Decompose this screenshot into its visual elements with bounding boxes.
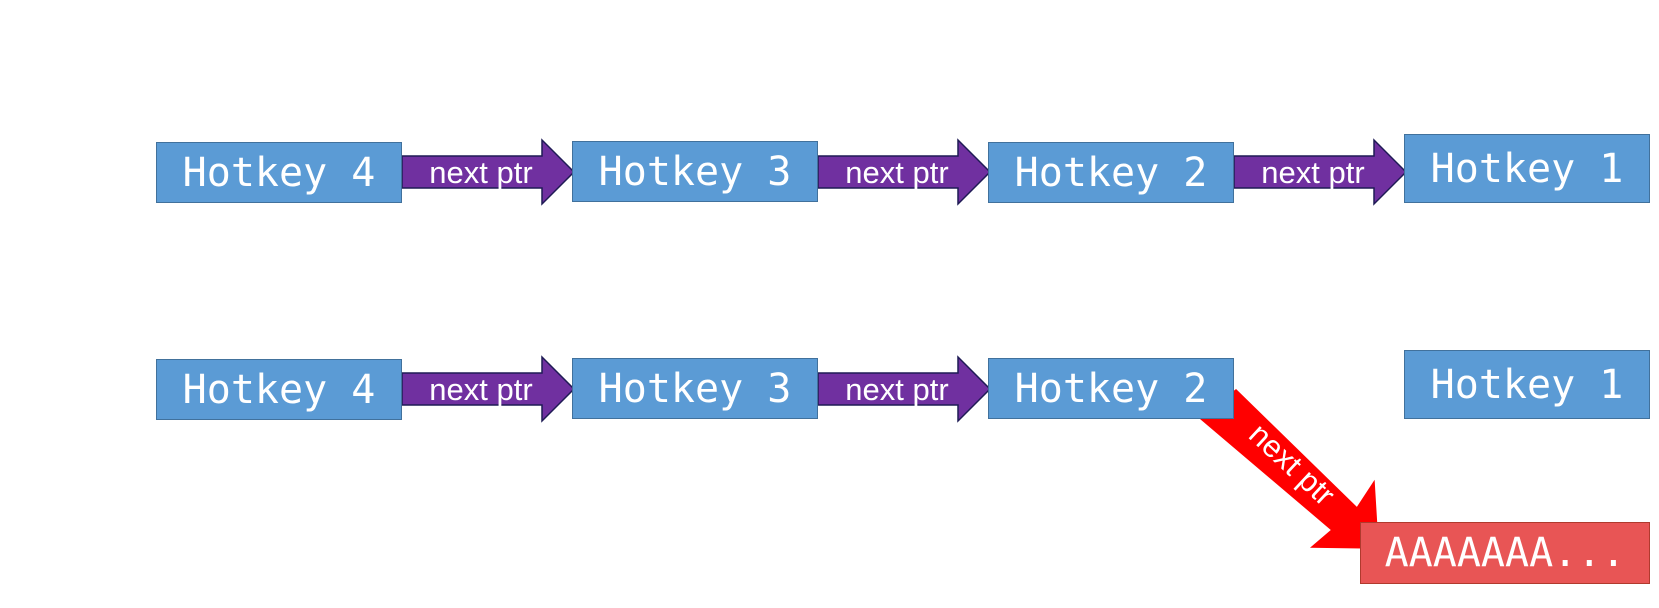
row1-link-3-label: next ptr (1261, 155, 1364, 190)
row1-node-hotkey-4: Hotkey 4 (156, 142, 402, 203)
row2-node-hotkey-2: Hotkey 2 (988, 358, 1234, 419)
row2-node-hotkey-1-orphaned: Hotkey 1 (1404, 350, 1650, 419)
row1-link-2-arrow: next ptr (817, 138, 992, 206)
row1-node-hotkey-3: Hotkey 3 (572, 141, 818, 202)
row1-link-1-label: next ptr (429, 155, 532, 190)
row2-link-1-arrow: next ptr (401, 355, 576, 423)
row2-link-1-label: next ptr (429, 372, 532, 407)
corrupt-node-aaaa: AAAAAAA... (1360, 522, 1650, 584)
row1-node-hotkey-1: Hotkey 1 (1404, 134, 1650, 203)
row1-link-3-arrow: next ptr (1233, 138, 1408, 206)
row1-link-2-label: next ptr (845, 155, 948, 190)
row1-node-hotkey-2: Hotkey 2 (988, 142, 1234, 203)
row2-node-hotkey-3: Hotkey 3 (572, 358, 818, 419)
row2-link-2-label: next ptr (845, 372, 948, 407)
row2-node-hotkey-4: Hotkey 4 (156, 359, 402, 420)
row2-link-2-arrow: next ptr (817, 355, 992, 423)
row1-link-1-arrow: next ptr (401, 138, 576, 206)
